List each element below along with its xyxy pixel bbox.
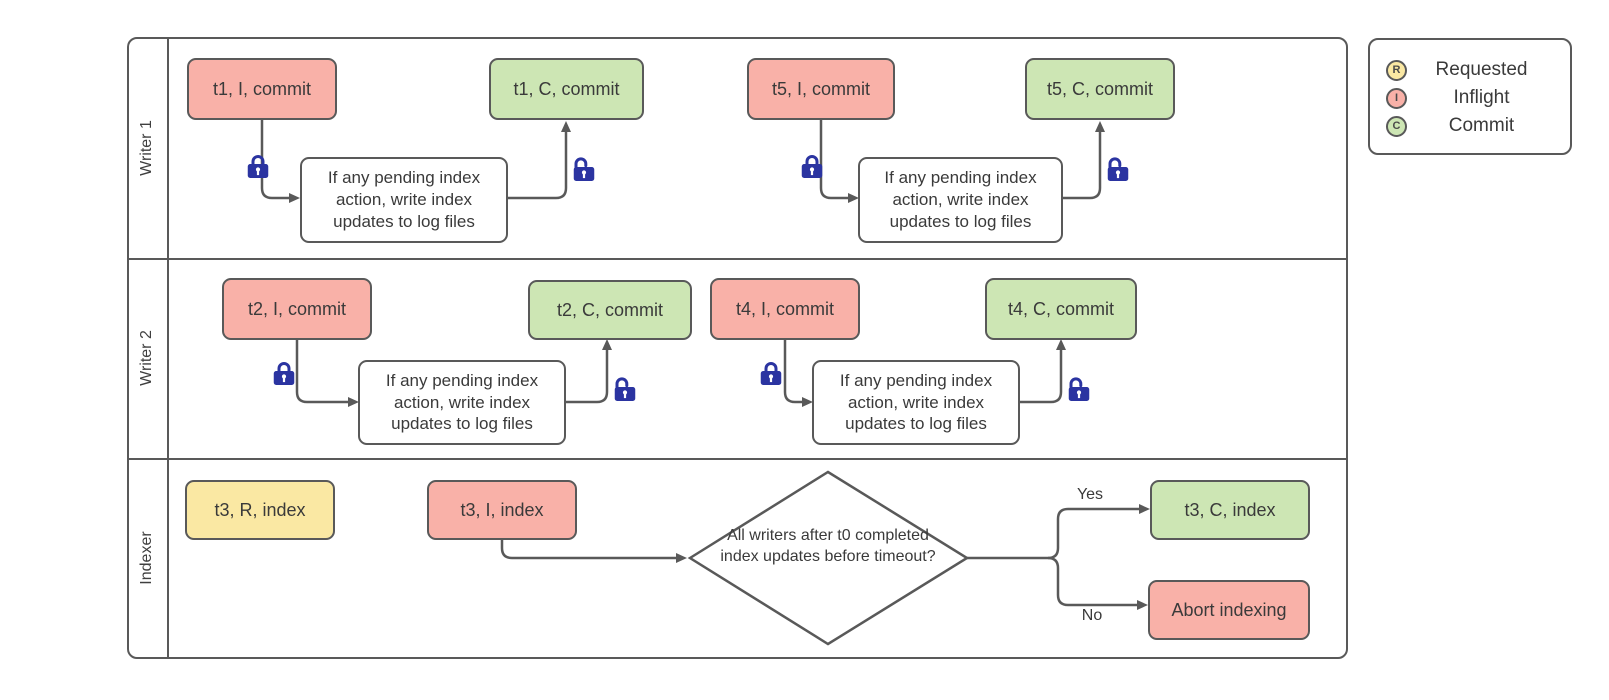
connector-t3-inflight-to-decision [500, 540, 687, 563]
swimlane-frame [127, 37, 1348, 659]
node-t2-inflight: t2, I, commit [222, 278, 372, 340]
node-t4-commit: t4, C, commit [985, 278, 1137, 340]
decision-text: All writers after t0 completed index upd… [720, 527, 936, 565]
lock-closed-icon [801, 155, 823, 178]
lock-open-icon [614, 377, 636, 401]
lane-separator-2 [127, 458, 1348, 460]
no-label: No [1081, 607, 1103, 624]
requested-status-icon: R [1386, 59, 1407, 81]
lane-separator-1 [127, 258, 1348, 260]
legend-item-label: Commit [1448, 115, 1515, 136]
connector-note-to-t4-commit [1020, 339, 1066, 404]
note-writer2-a: If any pending index action, write index… [358, 360, 566, 445]
node-t5-commit: t5, C, commit [1025, 58, 1175, 120]
inflight-status-icon: I [1386, 87, 1407, 109]
node-t1-commit: t1, C, commit [489, 58, 644, 120]
connector-t2-inflight-to-note [295, 340, 359, 407]
legend-item-label: Inflight [1453, 87, 1510, 108]
note-writer1-a: If any pending index action, write index… [300, 157, 508, 243]
note-writer2-b: If any pending index action, write index… [812, 360, 1020, 445]
lock-closed-icon [273, 362, 295, 385]
connector-t1-inflight-to-note [260, 120, 300, 203]
lock-open-icon [573, 157, 595, 181]
node-t2-commit: t2, C, commit [528, 280, 692, 340]
commit-status-icon: C [1386, 115, 1407, 137]
lock-closed-icon [760, 362, 782, 385]
legend-item-label: Requested [1435, 59, 1528, 80]
legend-item-inflight: I Inflight [1386, 84, 1556, 112]
lock-open-icon [1107, 157, 1129, 181]
node-t1-inflight: t1, I, commit [187, 58, 337, 120]
legend: R Requested I Inflight C Commit [1368, 38, 1572, 155]
connector-t4-inflight-to-note [783, 340, 813, 407]
node-t3-requested: t3, R, index [185, 480, 335, 540]
node-t5-inflight: t5, I, commit [747, 58, 895, 120]
lock-open-icon [1068, 377, 1090, 401]
legend-item-commit: C Commit [1386, 112, 1556, 140]
yes-label: Yes [1076, 486, 1104, 503]
connector-note-to-t5-commit [1063, 121, 1105, 200]
node-t4-inflight: t4, I, commit [710, 278, 860, 340]
connector-decision-no [1047, 556, 1148, 610]
connector-t5-inflight-to-note [819, 120, 859, 203]
legend-item-requested: R Requested [1386, 56, 1556, 84]
connector-note-to-t2-commit [566, 339, 612, 404]
node-abort-indexing: Abort indexing [1148, 580, 1310, 640]
node-t3-inflight: t3, I, index [427, 480, 577, 540]
decision-diamond [687, 470, 970, 646]
node-t3-commit: t3, C, index [1150, 480, 1310, 540]
connector-decision-yes [967, 504, 1150, 560]
lock-closed-icon [247, 155, 269, 178]
note-writer1-b: If any pending index action, write index… [858, 157, 1063, 243]
connector-note-to-t1-commit [508, 121, 571, 200]
lane-label-divider [167, 37, 169, 659]
